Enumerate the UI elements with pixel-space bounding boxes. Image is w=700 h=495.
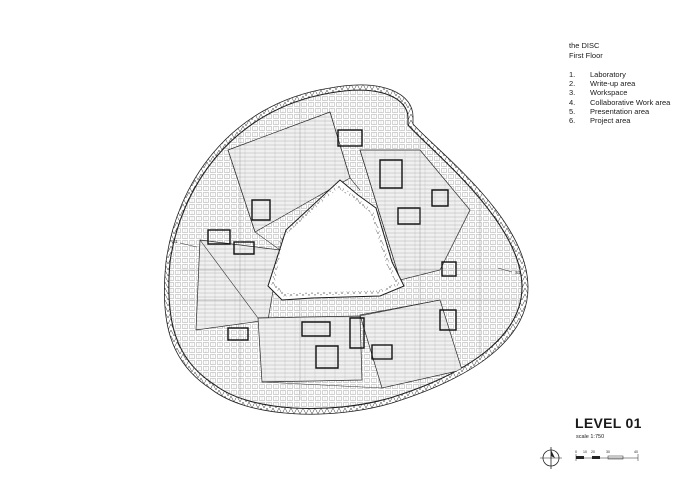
title-building-name: the DISC xyxy=(569,41,600,50)
legend-label: Presentation area xyxy=(590,106,650,116)
legend-number: 2. xyxy=(569,79,576,89)
legend-number: 6. xyxy=(569,116,576,126)
legend-number: 1. xyxy=(569,70,576,79)
section-mark-right: S1 xyxy=(515,270,521,275)
legend-label: Project area xyxy=(590,116,631,126)
central-courtyard-void xyxy=(267,179,405,301)
service-cores xyxy=(207,129,457,369)
north-arrow-icon xyxy=(540,447,562,469)
legend: 1. Laboratory 2. Write-up area 3. Worksp… xyxy=(569,70,670,125)
legend-item: 3. Workspace xyxy=(569,88,670,97)
laboratory-wing-southeast xyxy=(359,299,463,389)
legend-number: 5. xyxy=(569,106,576,116)
legend-label: Write-up area xyxy=(590,79,636,89)
scale-bar xyxy=(575,454,639,461)
laboratory-wing-south xyxy=(257,315,363,383)
legend-item: 1. Laboratory xyxy=(569,70,670,79)
scale-bar-label: 20 xyxy=(591,450,595,454)
legend-number: 4. xyxy=(569,97,576,107)
partition-lines xyxy=(199,111,441,389)
legend-item: 4. Collaborative Work area xyxy=(569,98,670,107)
legend-item: 6. Project area xyxy=(569,116,670,125)
scale-label: scale 1:750 xyxy=(576,434,605,440)
scale-bar-label: 30 xyxy=(606,450,610,454)
legend-item: 2. Write-up area xyxy=(569,79,670,88)
legend-label: Collaborative Work area xyxy=(590,97,671,107)
title-floor-name: First Floor xyxy=(569,51,603,60)
section-mark-left: S1 xyxy=(172,239,178,244)
drawing-title: the DISC First Floor xyxy=(569,41,603,61)
legend-label: Laboratory xyxy=(590,70,626,79)
scale-bar-label: 0 xyxy=(575,450,577,454)
scale-bar-label: 10 xyxy=(583,450,587,454)
legend-label: Workspace xyxy=(590,88,628,98)
scale-bar-label: 40 xyxy=(634,450,638,454)
section-cut-markers xyxy=(179,242,513,273)
level-heading: LEVEL 01 xyxy=(575,415,642,431)
legend-number: 3. xyxy=(569,88,576,98)
floor-interior xyxy=(168,90,523,409)
legend-item: 5. Presentation area xyxy=(569,107,670,116)
